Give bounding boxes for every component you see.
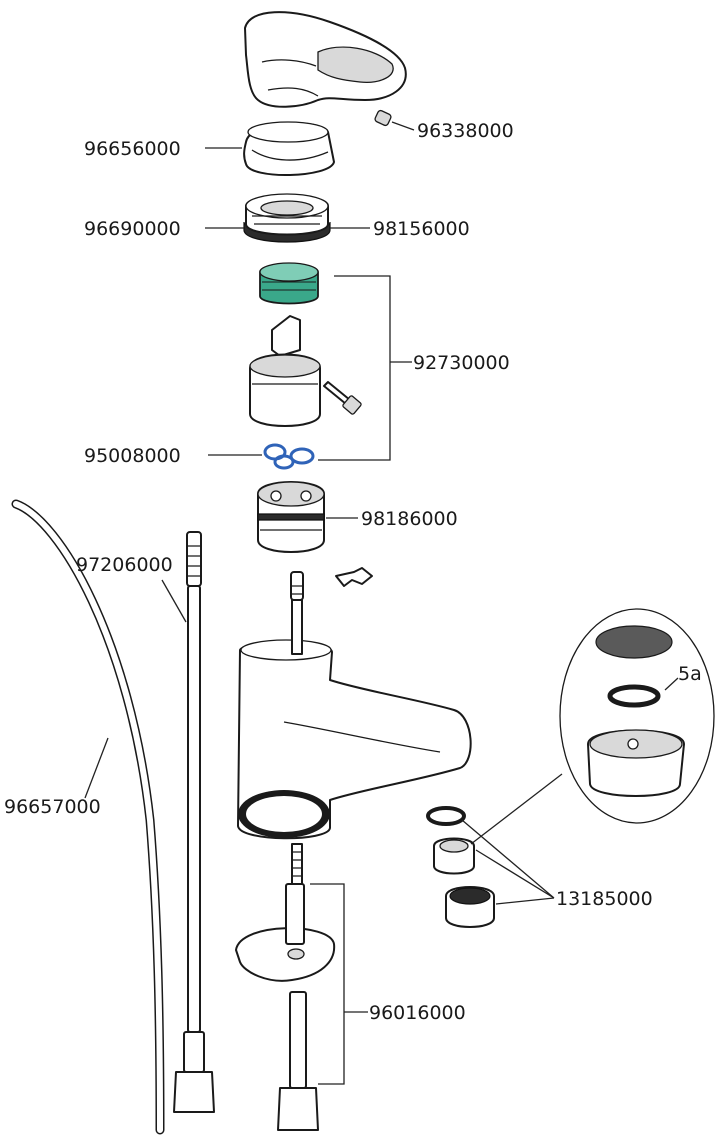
base-gasket: [238, 790, 330, 838]
aerator-parts: [426, 806, 495, 928]
part-label-96657000: 96657000: [4, 796, 101, 818]
leader-line-96338000: [391, 121, 415, 131]
part-label-96690000: 96690000: [84, 218, 181, 240]
mounting-bracket: [235, 883, 336, 982]
faucet-body: [237, 639, 472, 840]
leader-bracket-92730000: [318, 275, 391, 461]
part-label-98156000: 98156000: [373, 218, 470, 240]
aerator-detail-callout: [559, 608, 715, 824]
leader-lines-13185000: [461, 819, 555, 905]
set-screw: [374, 109, 392, 127]
threaded-ring: [243, 193, 331, 243]
part-label-5a: 5a: [678, 663, 702, 685]
flexible-hose: [11, 499, 165, 1135]
part-label-98186000: 98186000: [361, 508, 458, 530]
retaining-clip: [335, 567, 373, 587]
supply-hose-right: [277, 991, 319, 1131]
leader-line-97206000: [161, 579, 187, 623]
leader-line-5a: [664, 677, 679, 691]
leader-line-96657000: [84, 737, 109, 799]
part-label-97206000: 97206000: [76, 554, 173, 576]
cartridge-screw: [323, 381, 362, 415]
cartridge: [249, 315, 321, 427]
cartridge-base: [257, 481, 325, 553]
blue-o-rings: [263, 443, 315, 470]
part-label-92730000: 92730000: [413, 352, 510, 374]
part-label-96016000: 96016000: [369, 1002, 466, 1024]
leader-line-aerator-callout: [470, 773, 563, 845]
green-ring: [259, 262, 319, 305]
handle-lever: [244, 11, 407, 108]
part-label-13185000: 13185000: [556, 888, 653, 910]
cover-cap: [243, 121, 335, 177]
supply-hose-left: [173, 531, 215, 1113]
leader-bracket-96016000: [310, 883, 345, 1085]
part-label-96656000: 96656000: [84, 138, 181, 160]
center-stud: [290, 571, 304, 885]
part-label-95008000: 95008000: [84, 445, 181, 467]
part-label-96338000: 96338000: [417, 120, 514, 142]
